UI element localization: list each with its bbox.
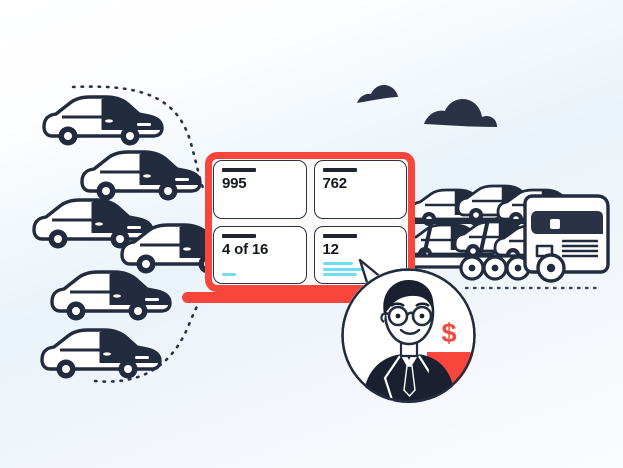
card-label-bar [322,168,357,172]
card-label-bar [222,168,256,172]
stat-card-762[interactable]: 762 [313,160,407,219]
avatar-hair [383,279,434,314]
avatar-smile [399,328,421,335]
dotted-path-top [71,85,208,194]
cloud-1-icon [357,84,398,103]
dashboard-cards: 995 762 4 of 16 12 [213,160,407,284]
stat-card-4-of-16[interactable]: 4 of 16 [213,225,307,284]
stat-value: 12 [322,240,339,258]
truck-windshield [531,211,603,234]
stat-value: 995 [222,175,247,192]
carrier-deck-upper [404,219,547,224]
dollar-sign-icon: $ [441,318,456,348]
laptop-base [182,292,428,303]
carrier-post-1 [421,222,433,262]
glasses-icon [384,305,433,327]
sparkline [322,262,369,276]
carrier-wheels [459,255,531,281]
card-label-bar [322,233,357,238]
carrier-post-2 [477,222,489,262]
avatar-eye-left [395,313,401,319]
card-label-bar [222,233,256,238]
avatar-tie [403,365,416,398]
avatar-eye-right [419,313,425,319]
stat-value: 4 of 16 [222,240,269,258]
sparkline [222,273,236,276]
truck-grille [562,239,598,258]
stat-card-995[interactable]: 995 [213,160,307,219]
cloud-2-icon [424,99,497,127]
stat-value: 762 [322,175,348,192]
advisor-avatar[interactable]: $ [341,268,476,403]
